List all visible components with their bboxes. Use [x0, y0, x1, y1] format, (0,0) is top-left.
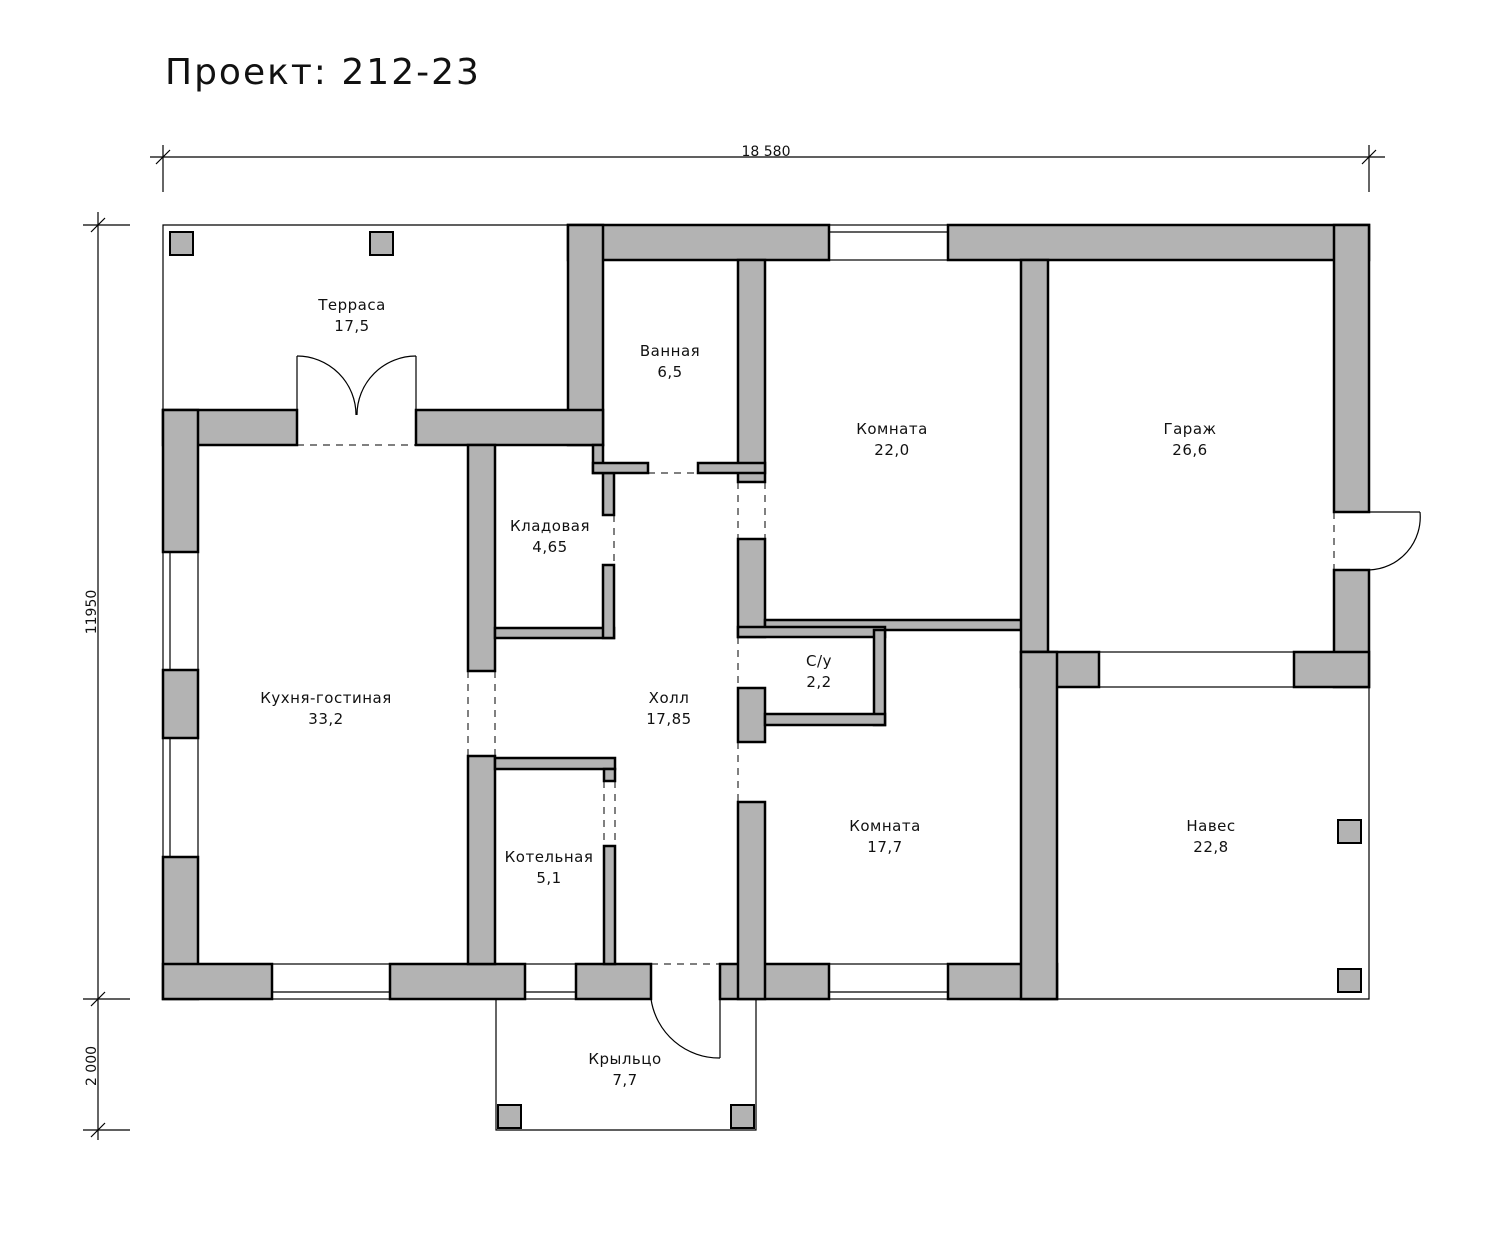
- width-label: 18 580: [742, 144, 791, 160]
- room-area: 7,7: [612, 1071, 637, 1089]
- room-area: 17,5: [334, 317, 369, 335]
- doors: [197, 355, 1421, 1059]
- room-area: 2,2: [806, 673, 831, 691]
- room-area: 22,0: [874, 441, 909, 459]
- room-name: Котельная: [505, 848, 594, 866]
- posts: [169, 231, 1362, 1129]
- room-area: 6,5: [657, 363, 682, 381]
- room-name: Терраса: [317, 296, 386, 314]
- room-name: Холл: [649, 689, 690, 707]
- room-name: Гараж: [1163, 420, 1216, 438]
- room-name: Крыльцо: [588, 1050, 661, 1068]
- garage-opening: [1098, 651, 1295, 688]
- windows: [162, 224, 1295, 1000]
- depth-label: 11950: [84, 590, 100, 635]
- window-bottom-3: [828, 963, 949, 1000]
- room-area: 33,2: [308, 710, 343, 728]
- porch-depth-label: 2 000: [84, 1046, 100, 1086]
- open-area-outlines: [162, 224, 1370, 1131]
- window-left-2: [162, 737, 199, 858]
- room-area: 17,7: [867, 838, 902, 856]
- room-name: Комната: [849, 817, 921, 835]
- project-title: Проект: 212-23: [165, 52, 481, 93]
- room-area: 17,85: [646, 710, 691, 728]
- room-name: С/у: [806, 652, 832, 670]
- room-area: 22,8: [1193, 838, 1228, 856]
- room-name: Комната: [856, 420, 928, 438]
- room-labels: Терраса 17,5 Ванная 6,5 Комната 22,0 Гар…: [260, 296, 1235, 1089]
- room-name: Навес: [1186, 817, 1235, 835]
- window-top: [828, 224, 949, 261]
- window-left-1: [162, 551, 199, 671]
- room-name: Кладовая: [510, 517, 590, 535]
- room-area: 26,6: [1172, 441, 1207, 459]
- room-name: Ванная: [640, 342, 700, 360]
- room-area: 5,1: [536, 869, 561, 887]
- room-area: 4,65: [532, 538, 567, 556]
- room-name: Кухня-гостиная: [260, 689, 391, 707]
- window-bottom-2: [524, 963, 577, 1000]
- dimension-width: 18 580: [150, 144, 1385, 192]
- dimension-depth: 11950 2 000: [83, 212, 130, 1140]
- walls: [161, 223, 1371, 1001]
- window-bottom-1: [271, 963, 391, 1000]
